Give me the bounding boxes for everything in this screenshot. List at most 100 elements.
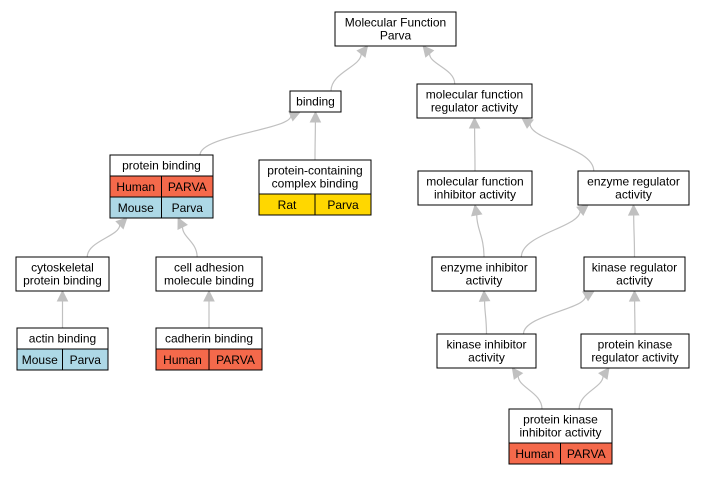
species-label: Rat [278,198,297,212]
edge-mfra-to-root [428,53,456,85]
arrowhead [628,289,641,302]
edges-layer [56,45,641,410]
term-label-line: inhibitor activity [434,188,516,202]
term-box [436,333,537,369]
gene-cell [161,196,214,219]
term-label-line: protein binding [23,274,102,288]
species-label: Mouse [22,353,58,367]
gene-label: PARVA [567,447,606,461]
species-row-rat: Rat Parva [258,193,372,216]
gene-cell [62,348,109,371]
species-row-mouse: Mouse Parva [109,196,214,219]
species-row-human: Human PARVA [155,348,263,371]
arrowhead [576,204,589,217]
term-label-line: cell adhesion [174,261,244,275]
arrowhead [511,367,524,380]
term-label-line: binding [296,95,335,109]
term-box [15,256,110,292]
term-box [334,11,457,47]
term-label-line: regulator activity [431,101,518,115]
term-box [289,90,342,113]
edge-protein_binding-to-binding [199,115,292,156]
term-label-line: kinase regulator [592,261,677,275]
arrowhead [56,289,69,302]
arrowhead [115,217,128,230]
gene-label: PARVA [216,353,255,367]
term-label-line: cadherin binding [165,332,253,346]
edge-cpb-to-protein_binding [86,224,121,258]
arrowhead [598,367,610,380]
species-row-human: Human PARVA [508,442,613,465]
gene-label: Parva [327,198,359,212]
term-label-line: cytoskeletal [31,261,94,275]
term-label-line: molecular function [426,88,523,102]
edge-binding-to-root [330,53,362,92]
term-box [580,333,690,369]
term-label-line: protein-containing [267,164,362,178]
term-label-line: protein kinase [598,338,673,352]
species-label: Human [163,353,202,367]
edge-eia-to-mfia [476,214,485,258]
edge-pkia-to-kia [517,375,543,410]
arrowhead [521,117,534,129]
term-label-line: inhibitor activity [519,426,601,440]
edge-eia-to-era [520,210,581,258]
gene-cell [314,193,372,216]
species-label: Mouse [118,201,154,215]
term-label-line: enzyme regulator [587,175,680,189]
edge-pkia-to-pkra [578,375,604,410]
edge-kia-to-kra [522,295,587,335]
term-label-line: activity [615,188,652,202]
term-box [417,170,533,206]
term-box [258,159,372,195]
term-box [155,256,263,292]
term-label-line: enzyme inhibitor [440,261,527,275]
term-label-line: molecular function [426,175,523,189]
arrowhead [468,116,481,129]
gene-label: Parva [172,201,204,215]
arrowhead [471,203,483,217]
term-label-line: Molecular Function [345,16,446,30]
term-label-line: complex binding [272,177,359,191]
edge-kia-to-eia [483,300,488,335]
term-label-line: activity [468,351,505,365]
arrowhead [478,289,491,302]
term-box [416,83,533,119]
term-label-line: regulator activity [591,351,678,365]
edge-camb-to-protein_binding [181,226,198,258]
term-label-line: protein kinase [523,413,598,427]
arrowhead [203,289,215,302]
term-box [431,256,537,292]
species-label: Human [515,447,554,461]
term-label-line: protein binding [122,159,201,173]
arrowhead [627,203,640,216]
species-label: Human [116,180,155,194]
arrowhead [177,216,188,230]
term-label-line: molecule binding [164,274,254,288]
gene-cell [208,348,263,371]
term-label-line: activity [616,274,653,288]
term-box [508,408,613,444]
term-node-binding[interactable]: binding [289,90,342,113]
edge-era-to-mfra [529,123,595,172]
term-box [583,256,686,292]
edge-kra-to-era [633,214,636,258]
